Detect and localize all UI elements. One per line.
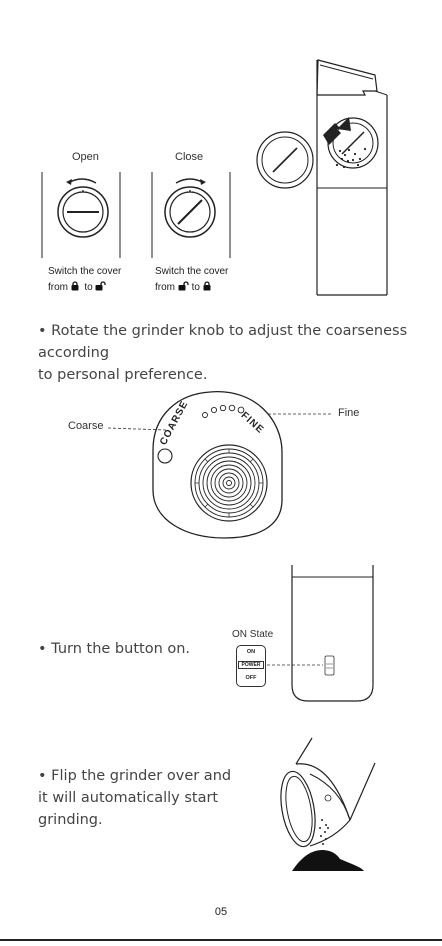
from-text: from: [48, 282, 68, 293]
close-caption-line1: Switch the cover: [155, 266, 228, 277]
bullet: •: [38, 768, 47, 784]
coarse-callout: Coarse: [68, 420, 103, 432]
bullet: •: [38, 641, 47, 657]
open-caption-line1: Switch the cover: [48, 266, 121, 277]
fine-callout: Fine: [338, 407, 359, 419]
grinder-cover-illustration: [245, 55, 395, 300]
grinder-side-view: [265, 565, 375, 705]
open-cover-diagram: - ● -: [40, 168, 130, 263]
step3-line3: grinding.: [38, 812, 103, 828]
unlocked-icon: [95, 282, 106, 293]
locked-icon: [71, 282, 82, 293]
fine-callout-line: [268, 412, 334, 416]
open-label: Open: [72, 151, 99, 163]
open-caption-line2: from to: [48, 281, 106, 293]
close-label: Close: [175, 151, 203, 163]
coarse-callout-line: [108, 427, 168, 431]
step1-line2: to personal preference.: [38, 367, 207, 383]
switch-power-label: POWER: [238, 661, 264, 669]
power-switch: ON POWER OFF: [236, 645, 266, 687]
step3-line1: Flip the grinder over and: [51, 768, 231, 784]
step2-line: Turn the button on.: [51, 641, 190, 657]
step3-line2: it will automatically start: [38, 790, 218, 806]
close-cover-diagram: - ● -: [150, 168, 240, 263]
switch-off-label: OFF: [237, 675, 265, 681]
step1-text: • Rotate the grinder knob to adjust the …: [38, 320, 433, 386]
page-number: 05: [0, 906, 442, 918]
switch-on-label: ON: [237, 649, 265, 655]
svg-text:- ● -: - ● -: [186, 188, 194, 193]
svg-text:- ● -: - ● -: [79, 188, 87, 193]
to-text: to: [192, 282, 200, 293]
unlocked-icon: [178, 282, 192, 293]
bullet: •: [38, 323, 47, 339]
step2-text: • Turn the button on.: [38, 638, 190, 660]
footer-rule: [0, 939, 442, 941]
to-text: to: [84, 282, 92, 293]
step3-text: • Flip the grinder over and it will auto…: [38, 765, 231, 831]
from-text: from: [155, 282, 175, 293]
step1-line1: Rotate the grinder knob to adjust the co…: [38, 323, 407, 361]
flipped-grinder-illustration: [270, 738, 385, 878]
locked-icon: [203, 282, 211, 293]
close-caption-line2: from to: [155, 281, 211, 293]
